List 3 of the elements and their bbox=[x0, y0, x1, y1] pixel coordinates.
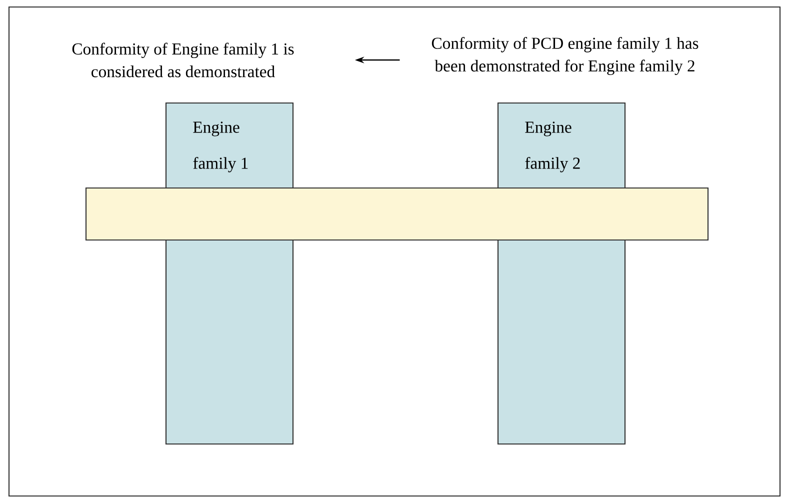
note-text: Conformity of Engine family 1 is considered as demonstrated bbox=[72, 42, 294, 78]
band-bar bbox=[85, 187, 709, 241]
note-text: Conformity of PCD engine family 1 has been demonstrated for Engine family 2 bbox=[432, 37, 698, 75]
